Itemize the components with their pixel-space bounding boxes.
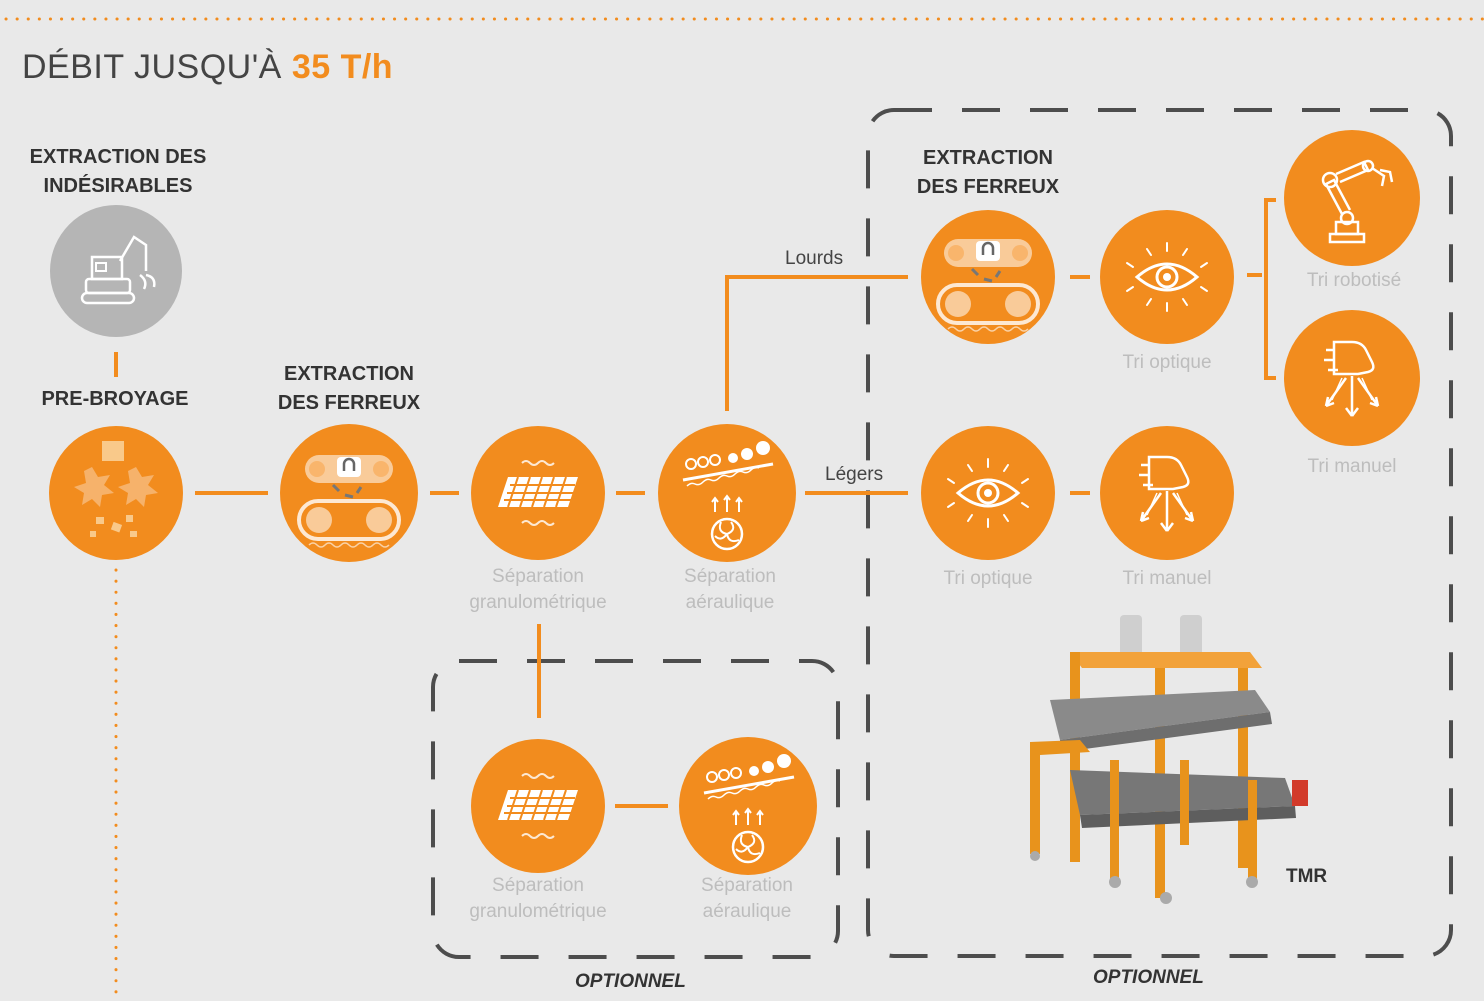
tmr-machine-illustration: [1030, 615, 1308, 904]
equipment-label-tmr: TMR: [1286, 866, 1328, 887]
shredder-node: [49, 426, 183, 560]
optional-box-lower: [431, 659, 840, 959]
air-separator-node-main: [658, 424, 796, 562]
magnetic-separator-node-optional: [921, 210, 1055, 344]
branch-label-light: Légers: [825, 464, 884, 485]
optional-label-lower: OPTIONNEL: [575, 971, 686, 992]
screen-node-main: [471, 426, 605, 560]
optional-label-right: OPTIONNEL: [1093, 967, 1204, 988]
excavator-node: [50, 205, 182, 337]
caption-tri-manuel-light: Tri manuel: [1122, 568, 1212, 589]
page-title: DÉBIT JUSQU'À 35 T/h: [22, 48, 394, 86]
robot-arm-node: [1284, 130, 1420, 266]
caption-tri-manuel-heavy: Tri manuel: [1307, 456, 1397, 477]
hand-sorting-node-heavy: [1284, 310, 1420, 446]
connectors: [114, 198, 1276, 808]
caption-tri-optique-heavy: Tri optique: [1122, 352, 1212, 373]
eye-node-heavy: [1100, 210, 1234, 344]
stage-header-pre-broyage: PRE-BROYAGE: [41, 388, 189, 410]
magnetic-separator-node-main: [280, 424, 418, 562]
optional-box-right: [866, 108, 1453, 958]
eye-node-light: [921, 426, 1055, 560]
air-separator-node-optional: [679, 737, 817, 875]
screen-node-optional: [471, 739, 605, 873]
hand-sorting-node-light: [1100, 426, 1234, 560]
branch-label-heavy: Lourds: [785, 248, 844, 269]
caption-tri-robotise: Tri robotisé: [1306, 270, 1402, 291]
caption-tri-optique-light: Tri optique: [943, 568, 1033, 589]
